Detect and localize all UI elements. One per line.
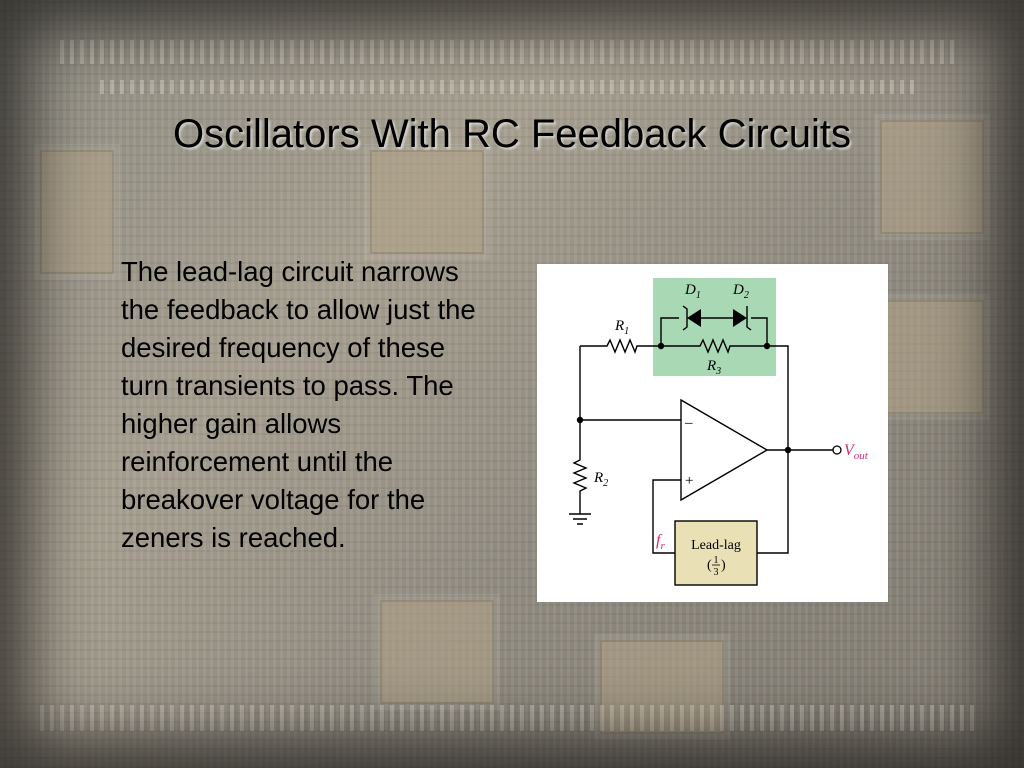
bg-chip <box>600 640 724 734</box>
label-vout: Vout <box>844 442 869 462</box>
zener-d2-cathode <box>746 306 752 331</box>
bg-chip <box>370 150 484 254</box>
ground-symbol <box>569 513 591 525</box>
circuit-svg: D1 D2 R1 R3 R2 – + Vout fr Lead-lag ( 1 … <box>569 278 869 586</box>
bg-chip <box>880 120 984 234</box>
output-terminal <box>832 445 842 455</box>
label-r1: R1 <box>614 318 629 337</box>
bg-chip <box>880 300 984 414</box>
resistor-r2 <box>572 420 588 514</box>
label-r2: R2 <box>593 470 608 489</box>
slide-title: Oscillators With RC Feedback Circuits <box>173 112 851 156</box>
resistor-r1 <box>580 338 661 354</box>
lead-lag-denominator: 3 <box>714 567 719 578</box>
zener-right-wire <box>751 317 768 346</box>
bg-pins <box>100 80 920 94</box>
zener-box <box>653 278 776 376</box>
lead-lag-paren-close: ) <box>721 558 726 573</box>
resistor-r3 <box>661 338 767 354</box>
lead-lag-block <box>674 520 758 586</box>
bg-chip <box>40 150 114 274</box>
zener-d1-triangle <box>687 309 701 327</box>
circuit-diagram: D1 D2 R1 R3 R2 – + Vout fr Lead-lag ( 1 … <box>537 264 888 602</box>
output-to-leadlag-wire <box>757 450 789 554</box>
label-d1: D1 <box>684 282 701 301</box>
bg-chip <box>380 600 494 704</box>
label-r3: R3 <box>706 358 721 377</box>
right-feedback-wire <box>767 345 789 450</box>
lead-lag-paren-open: ( <box>707 558 712 573</box>
junction-dot <box>576 416 584 424</box>
zener-left-wire <box>660 317 679 346</box>
junction-dot <box>657 342 665 350</box>
slide-body-text: The lead-lag circuit narrows the feedbac… <box>121 256 476 553</box>
label-d2: D2 <box>732 282 749 301</box>
label-plus: + <box>685 473 693 489</box>
op-amp-triangle <box>680 398 769 502</box>
lead-lag-numerator: 1 <box>714 555 719 566</box>
bg-pins <box>60 40 960 64</box>
noninverting-input-wire <box>652 479 681 554</box>
junction-dot <box>784 446 792 454</box>
label-minus: – <box>684 415 693 431</box>
junction-dot <box>763 342 771 350</box>
label-fr: fr <box>656 532 665 552</box>
bg-pins <box>40 705 980 731</box>
zener-d2-triangle <box>733 309 747 327</box>
lead-lag-label: Lead-lag <box>691 538 741 553</box>
